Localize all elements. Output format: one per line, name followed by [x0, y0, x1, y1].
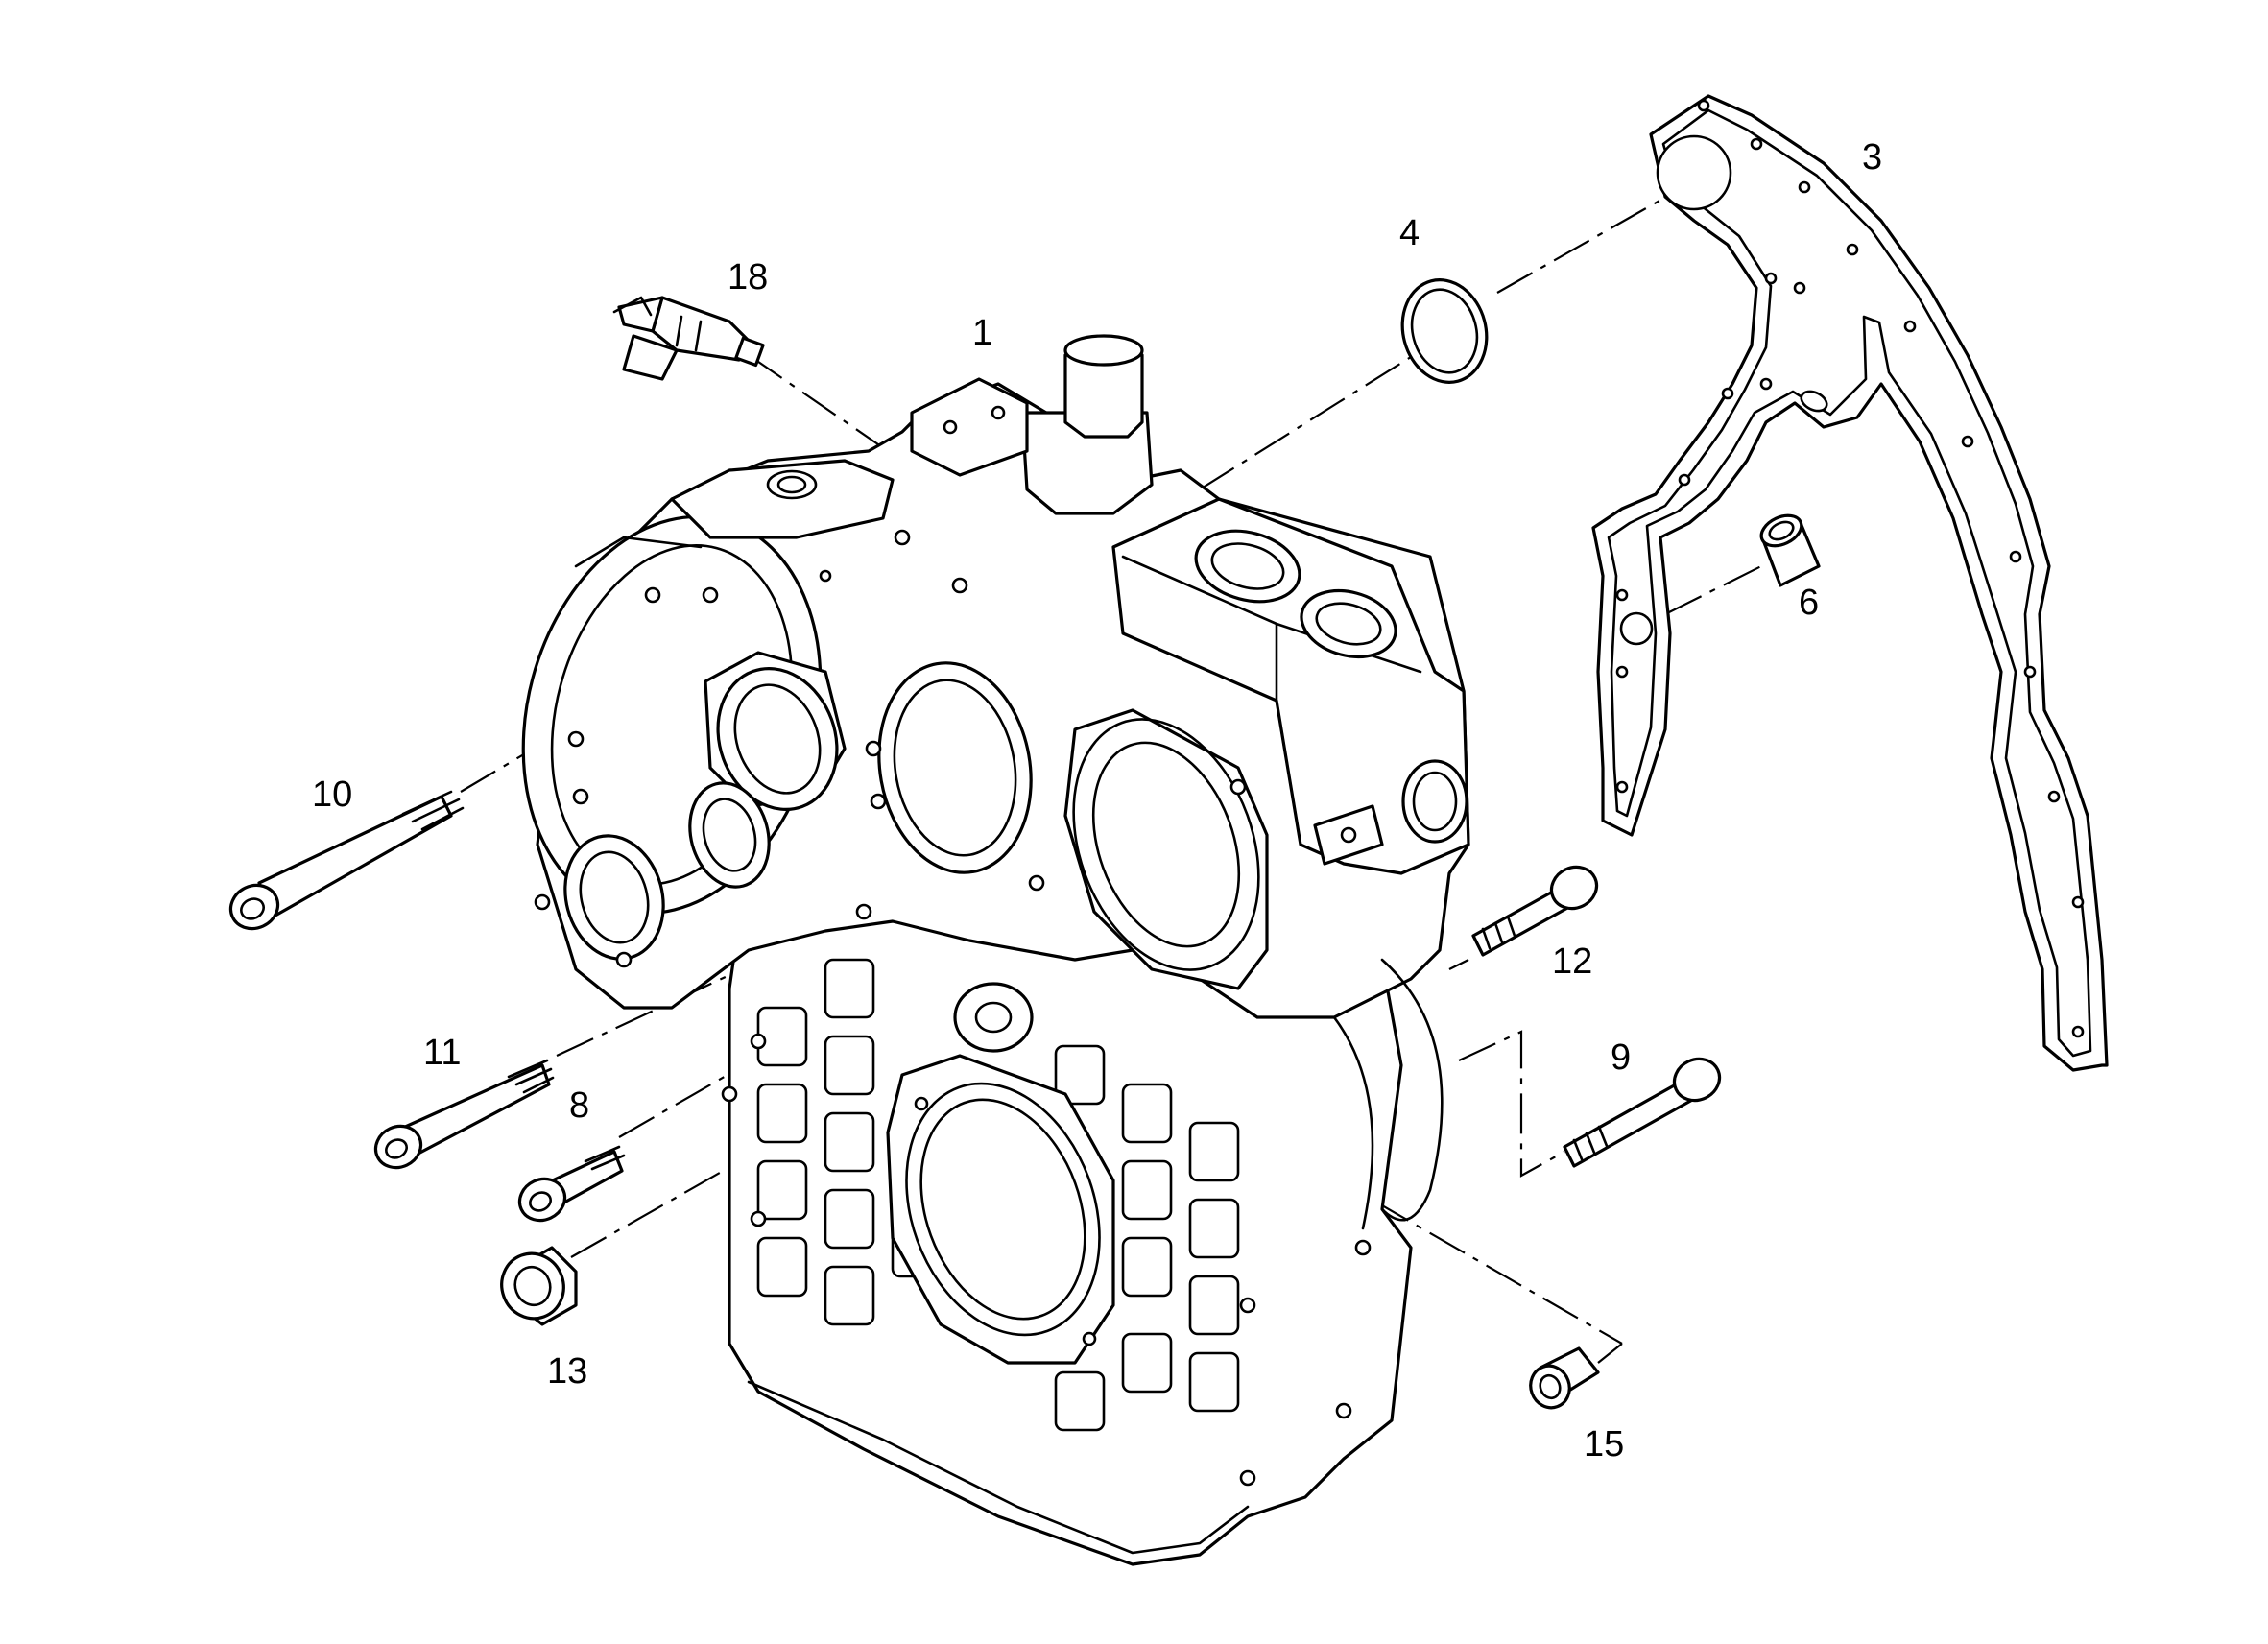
bolt-part-8 — [517, 1145, 626, 1223]
callout-6: 6 — [1799, 583, 1820, 623]
callout-10: 10 — [312, 774, 353, 815]
callout-8: 8 — [569, 1085, 590, 1126]
callout-11: 11 — [423, 1033, 462, 1073]
bolt-part-12 — [1471, 865, 1599, 957]
plug-part-15 — [1529, 1346, 1600, 1410]
bolt-part-9 — [1563, 1057, 1722, 1168]
bolt-part-11 — [373, 1059, 555, 1170]
callout-13: 13 — [547, 1351, 588, 1392]
callout-1: 1 — [972, 313, 993, 353]
gasket-part-3 — [1591, 94, 2109, 1072]
sensor-part-18 — [612, 296, 765, 381]
callout-9: 9 — [1611, 1037, 1632, 1078]
timing-case-part-1 — [521, 334, 1470, 1566]
callout-18: 18 — [728, 257, 769, 298]
bolt-part-10 — [228, 790, 465, 931]
o-ring-part-4 — [1400, 278, 1489, 384]
plug-part-13 — [500, 1246, 578, 1326]
callout-12: 12 — [1552, 941, 1593, 982]
callout-15: 15 — [1584, 1424, 1625, 1465]
callout-4: 4 — [1399, 213, 1420, 253]
callout-3: 3 — [1862, 137, 1883, 178]
bushing-part-6 — [1759, 513, 1821, 587]
